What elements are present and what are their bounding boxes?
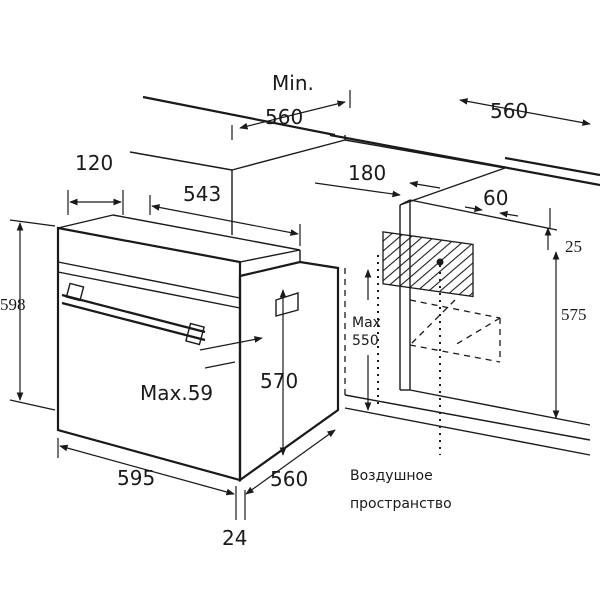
vent-hatch bbox=[382, 231, 474, 298]
label-min: Min. bbox=[272, 71, 314, 95]
label-598: 598 bbox=[0, 295, 26, 314]
label-max550-line1: Max bbox=[352, 315, 381, 331]
label-595: 595 bbox=[117, 466, 155, 490]
label-max59: Max.59 bbox=[140, 381, 213, 405]
label-180: 180 bbox=[348, 161, 386, 185]
label-25: 25 bbox=[565, 237, 582, 256]
label-570: 570 bbox=[260, 369, 298, 393]
cabinet-outline bbox=[129, 95, 600, 456]
label-air-line2: пространство bbox=[350, 496, 452, 512]
label-max550-line2: 550 bbox=[352, 333, 379, 349]
label-120: 120 bbox=[75, 151, 113, 175]
label-560-top: 560 bbox=[265, 105, 303, 129]
label-560-bottom: 560 bbox=[270, 467, 308, 491]
label-air-line1: Воздушное bbox=[350, 468, 433, 484]
label-575: 575 bbox=[561, 305, 587, 324]
oven-handle bbox=[61, 282, 206, 346]
label-543: 543 bbox=[183, 182, 221, 206]
oven-body bbox=[56, 214, 340, 483]
dimension-labels: Min. 560 560 120 543 180 60 25 598 575 M… bbox=[0, 71, 587, 550]
label-24: 24 bbox=[222, 526, 247, 550]
label-560-right: 560 bbox=[490, 99, 528, 123]
label-60: 60 bbox=[483, 186, 508, 210]
dimension-lines bbox=[9, 90, 591, 520]
